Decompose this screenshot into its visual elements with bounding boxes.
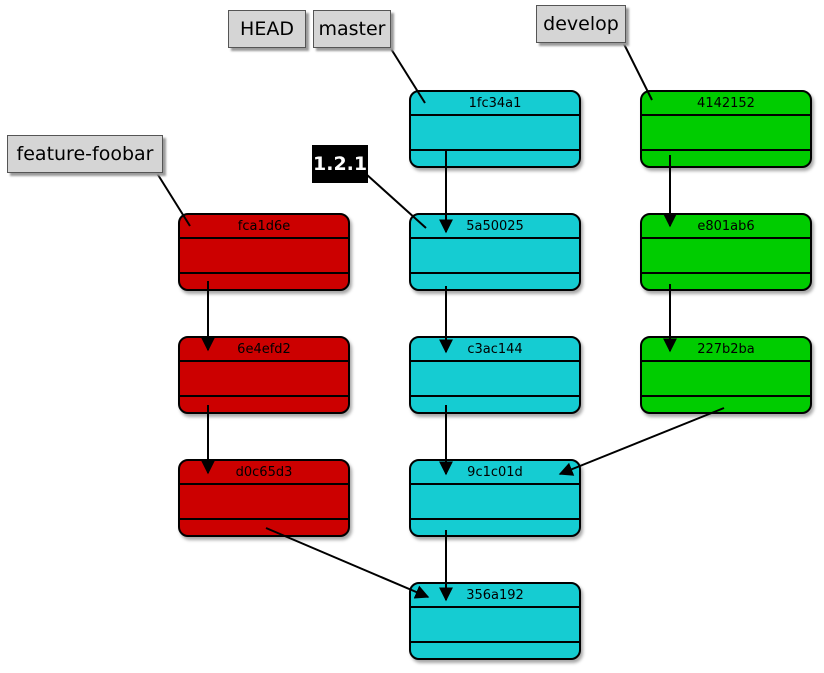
- edge-arrow: [558, 407, 725, 476]
- divider: [180, 518, 348, 520]
- tag-label: 1.2.1: [312, 145, 368, 183]
- feature-branch-label: feature-foobar: [7, 135, 163, 173]
- divider: [411, 237, 579, 239]
- divider: [180, 395, 348, 397]
- commit-hash: 227b2ba: [697, 342, 755, 357]
- commit-node-fca1d6e: fca1d6e: [178, 213, 350, 291]
- divider: [642, 237, 810, 239]
- commit-node-9c1c01d: 9c1c01d: [409, 459, 581, 537]
- commit-hash: 9c1c01d: [467, 465, 523, 480]
- divider: [411, 606, 579, 608]
- divider: [411, 518, 579, 520]
- commit-hash: 6e4efd2: [237, 342, 291, 357]
- develop-branch-label: develop: [536, 5, 626, 43]
- commit-hash: 356a192: [466, 588, 524, 603]
- commit-hash: 1fc34a1: [468, 96, 522, 111]
- commit-hash: 4142152: [697, 96, 755, 111]
- divider: [411, 483, 579, 485]
- head-label: HEAD: [228, 10, 306, 48]
- divider: [642, 395, 810, 397]
- commit-hash: fca1d6e: [237, 219, 291, 234]
- commit-hash: c3ac144: [467, 342, 523, 357]
- divider: [411, 641, 579, 643]
- divider: [642, 114, 810, 116]
- divider: [411, 395, 579, 397]
- commit-node-356a192: 356a192: [409, 582, 581, 660]
- commit-hash: 5a50025: [466, 219, 524, 234]
- commit-node-6e4efd2: 6e4efd2: [178, 336, 350, 414]
- divider: [411, 149, 579, 151]
- commit-hash: d0c65d3: [235, 465, 293, 480]
- commit-node-c3ac144: c3ac144: [409, 336, 581, 414]
- commit-node-d0c65d3: d0c65d3: [178, 459, 350, 537]
- divider: [411, 360, 579, 362]
- divider: [411, 114, 579, 116]
- master-branch-label: master: [313, 10, 391, 48]
- divider: [180, 360, 348, 362]
- commit-node-1fc34a1: 1fc34a1: [409, 90, 581, 168]
- commit-hash: e801ab6: [697, 219, 755, 234]
- divider: [642, 360, 810, 362]
- commit-node-e801ab6: e801ab6: [640, 213, 812, 291]
- divider: [180, 237, 348, 239]
- commit-node-227b2ba: 227b2ba: [640, 336, 812, 414]
- divider: [642, 149, 810, 151]
- commit-node-4142152: 4142152: [640, 90, 812, 168]
- divider: [642, 272, 810, 274]
- divider: [180, 272, 348, 274]
- edge-arrow: [265, 527, 430, 599]
- commit-node-5a50025: 5a50025: [409, 213, 581, 291]
- divider: [411, 272, 579, 274]
- divider: [180, 483, 348, 485]
